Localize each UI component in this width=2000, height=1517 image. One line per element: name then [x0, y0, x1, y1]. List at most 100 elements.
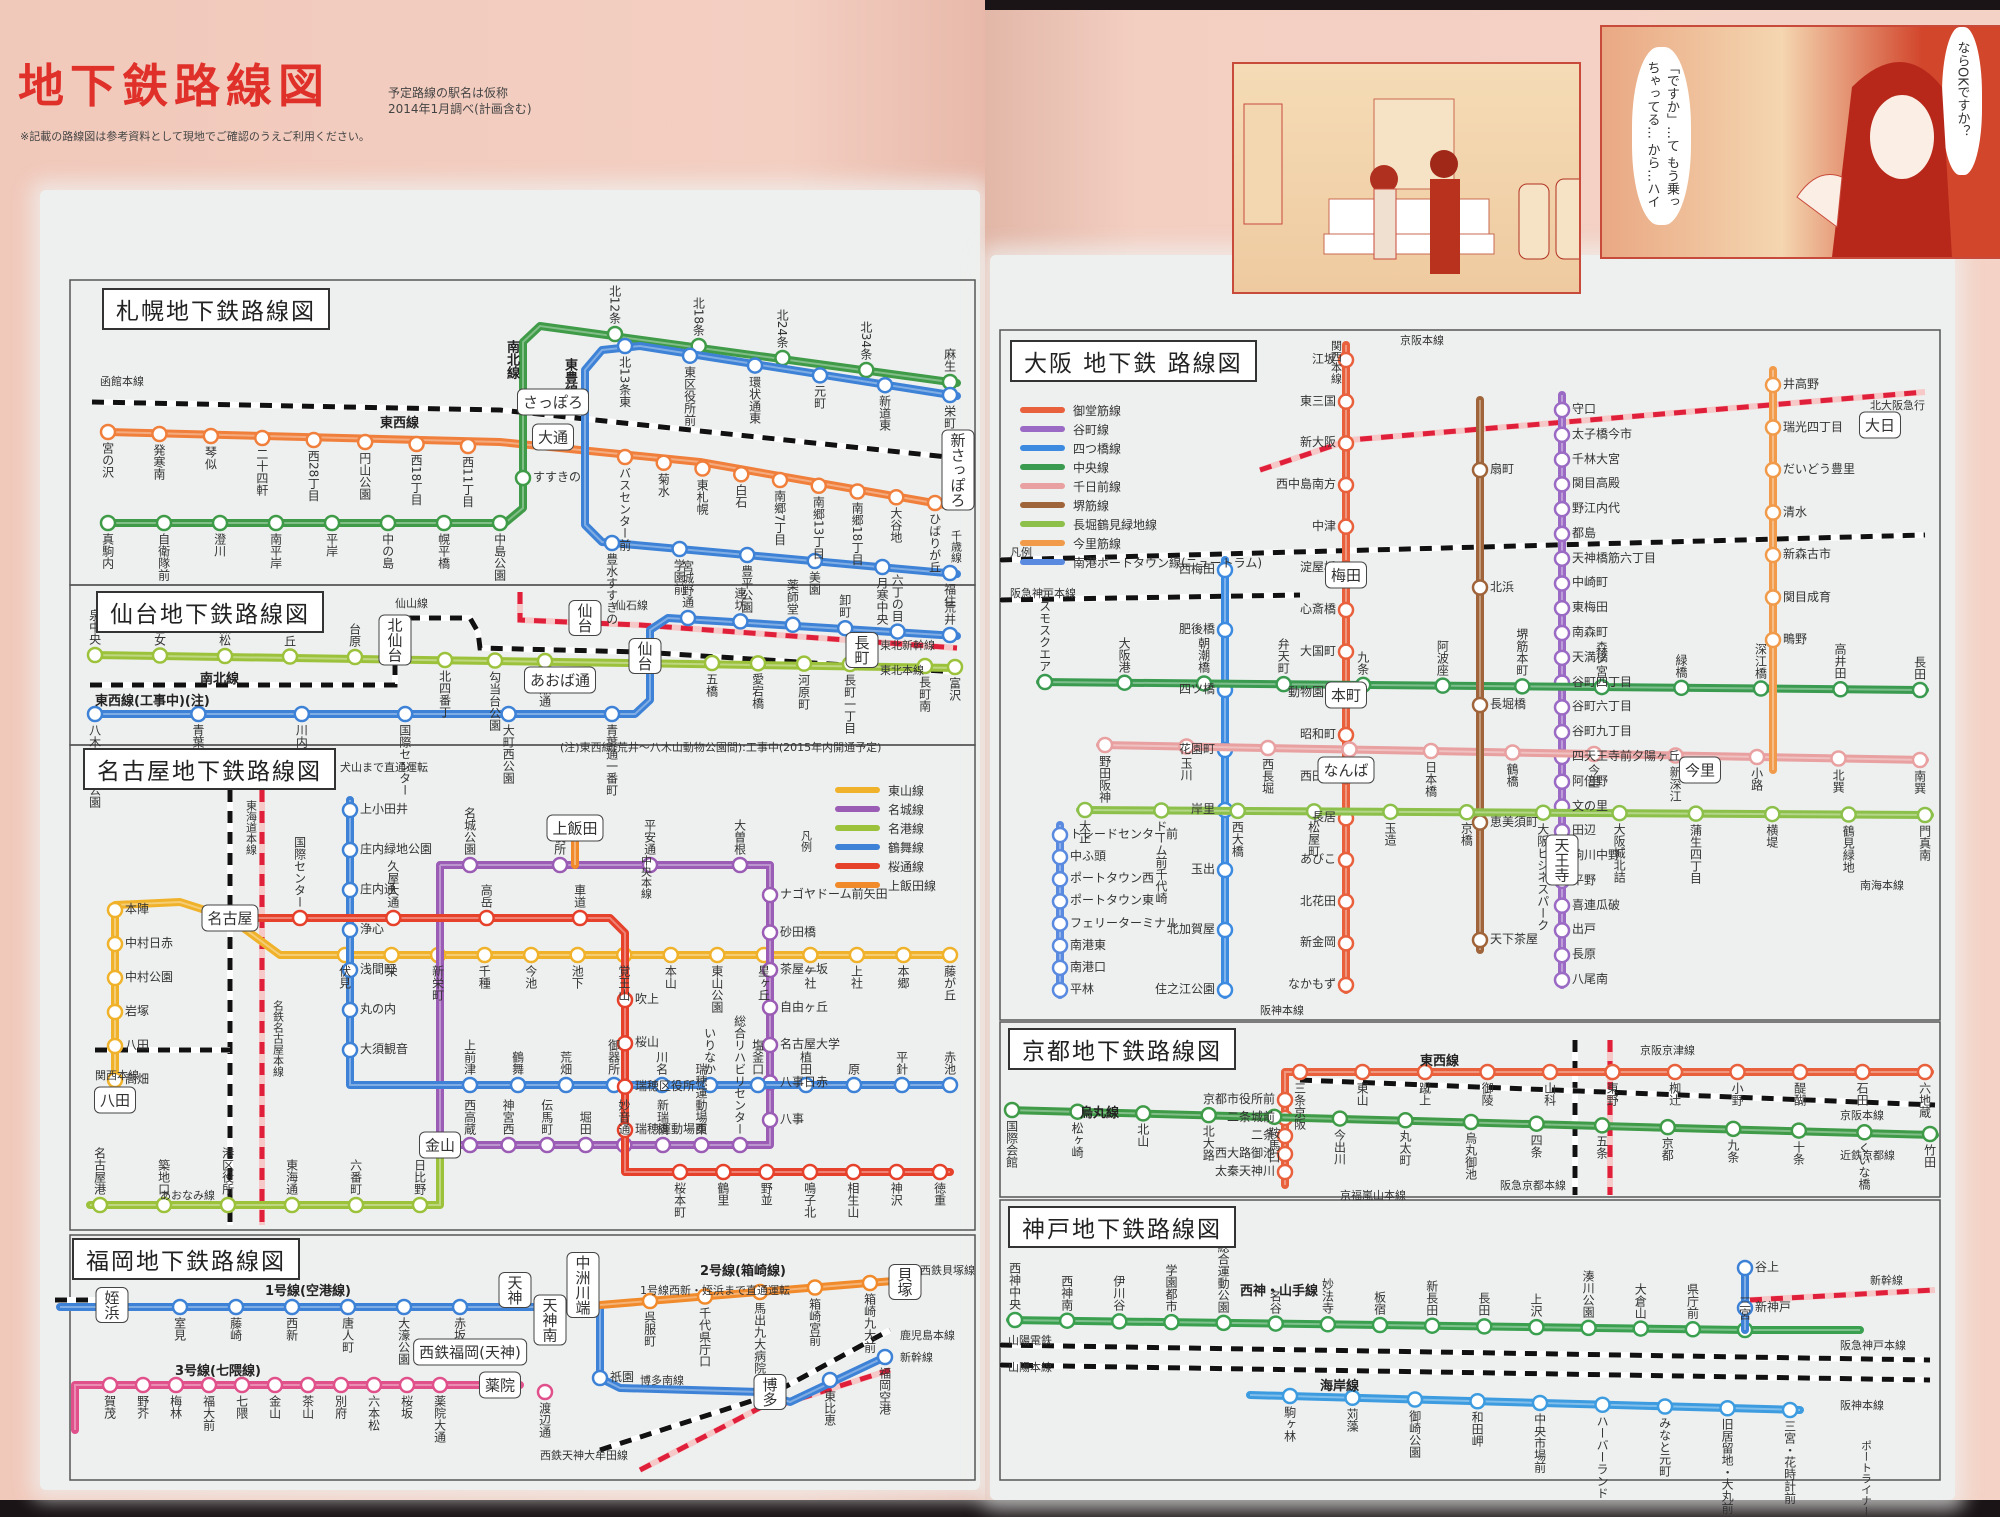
station-marker [1553, 773, 1571, 790]
station-label: 野田阪神 [1097, 755, 1112, 803]
station-label: 野芥 [135, 1395, 150, 1419]
station-label: 門真南 [1917, 825, 1932, 861]
line-name-label: 東西線(工事中)(注) [95, 694, 210, 709]
station-marker [341, 881, 359, 899]
station-marker [771, 471, 789, 489]
transfer-station-box: 天王寺 [1545, 834, 1579, 886]
station-label: 新深江 [1668, 765, 1683, 802]
station-label: 日比野 [412, 1159, 427, 1195]
station-marker [99, 514, 117, 532]
station-label: 今出川 [1332, 1128, 1347, 1165]
station-marker [1216, 921, 1234, 939]
line-name-label: 東西線 [1420, 1054, 1460, 1069]
station-label: 玉川 [1179, 756, 1194, 781]
station-marker [1604, 1063, 1621, 1081]
station-label: 花園町 [1178, 742, 1215, 756]
station-marker [1594, 1396, 1611, 1413]
subway-line-meiko [86, 1141, 444, 1209]
station-label: 千林大宮 [1572, 451, 1621, 466]
station-marker [946, 658, 964, 676]
station-marker [1921, 1125, 1939, 1143]
station-label: 環状通東 [747, 375, 762, 424]
station-marker [379, 514, 397, 532]
station-label: 新長田 [1424, 1279, 1439, 1316]
station-label: 庄内緑地公園 [360, 842, 433, 856]
transfer-station-box: 中洲川端 [566, 1252, 600, 1318]
station-marker [801, 1163, 819, 1181]
station-marker [341, 961, 359, 979]
station-label: 東梅田 [1572, 600, 1609, 615]
station-label: 北山 [1135, 1123, 1150, 1148]
station-label: 幌平橋 [436, 533, 451, 569]
legend-label: 谷町線 [1073, 422, 1110, 437]
jr-railway-line [90, 615, 958, 688]
station-label: 北18条 [691, 296, 706, 336]
station-label: 赤池 [942, 1051, 957, 1075]
station-label: 別府 [333, 1395, 348, 1419]
station-marker [1514, 678, 1531, 695]
station-label: 八事 [780, 1112, 805, 1126]
station-marker [522, 946, 540, 964]
station-label: 名古屋大学 [780, 1037, 841, 1051]
station-marker [641, 1292, 659, 1310]
station-label: 高井田 [1833, 643, 1848, 680]
station-label: 藤が丘 [942, 965, 957, 1001]
map-note: 犬山まで直通運転 [340, 761, 428, 774]
station-label: 月寒中央 [874, 577, 889, 625]
legend-item-higashiyama: 東山線 [835, 782, 924, 798]
station-label: 愛宕橋 [750, 673, 765, 710]
station-label: 石田 [1855, 1082, 1870, 1106]
line-name-label: 烏丸線 [1080, 1106, 1120, 1121]
station-label: 南港東 [1070, 937, 1107, 952]
station-label: 南平岸 [268, 533, 283, 569]
station-marker [1541, 1063, 1559, 1081]
map-note: 南海本線 [1860, 879, 1904, 892]
map-note: 新幹線 [900, 1351, 933, 1364]
legend-item-kamiiida: 上飯田線 [835, 877, 936, 893]
station-marker [1406, 1391, 1424, 1408]
station-label: 大倉山 [1633, 1282, 1648, 1319]
station-label: 長居 [1311, 810, 1336, 825]
station-marker [383, 946, 400, 964]
station-marker [1911, 751, 1929, 769]
station-label: トレードセンター前 [1070, 827, 1179, 841]
station-label: 宮城野通 [680, 560, 695, 608]
station-label: 砂田橋 [780, 924, 817, 939]
speech-bubble: 「ですか」…て もう乗っちゃってる… から…ハイ [1632, 47, 1691, 225]
station-label: 瑞穂運動場西 [635, 1122, 708, 1136]
legend-item-yotsubashi: 四つ橋線 [1020, 440, 1121, 456]
station-label: 本山 [663, 965, 678, 989]
legend-label: 中央線 [1073, 460, 1110, 475]
station-label: 麻生 [942, 348, 957, 372]
station-label: 中央市場前 [1532, 1413, 1547, 1473]
station-label: 西18丁目 [409, 454, 424, 506]
station-label: 渡辺通 [537, 1402, 552, 1438]
station-label: 井高野 [1783, 377, 1820, 391]
station-marker [1725, 1120, 1742, 1138]
station-label: 蒲生四丁目 [1688, 823, 1703, 884]
station-label: 元町 [812, 385, 827, 410]
station-label: 新道東 [877, 395, 892, 432]
station-label: 連坊 [732, 587, 747, 612]
transfer-station-box: 新さっぽろ [941, 429, 975, 511]
station-label: 新金岡 [1299, 935, 1336, 950]
station-marker [1051, 848, 1069, 866]
station-marker [784, 616, 802, 634]
station-marker [1216, 561, 1234, 579]
legend-swatch [835, 787, 880, 793]
manga-panel-station-bench [1232, 62, 1581, 294]
station-label: 総合運動公園 [1216, 1240, 1231, 1313]
transfer-station-box: 天神南 [533, 1294, 567, 1346]
station-marker [283, 1196, 301, 1214]
legend-label: 名城線 [888, 802, 925, 817]
station-marker [1291, 1063, 1309, 1081]
map-note: 東北新幹線 [880, 639, 935, 652]
station-marker [106, 1003, 124, 1021]
station-label: 竹田 [1922, 1144, 1937, 1168]
station-label: 鶴橋 [1505, 762, 1520, 787]
legend-swatch [835, 882, 880, 888]
station-label: 栄町 [942, 405, 957, 429]
station-marker [1434, 677, 1451, 694]
map-note: 名鉄名古屋本線 [271, 1000, 285, 1077]
